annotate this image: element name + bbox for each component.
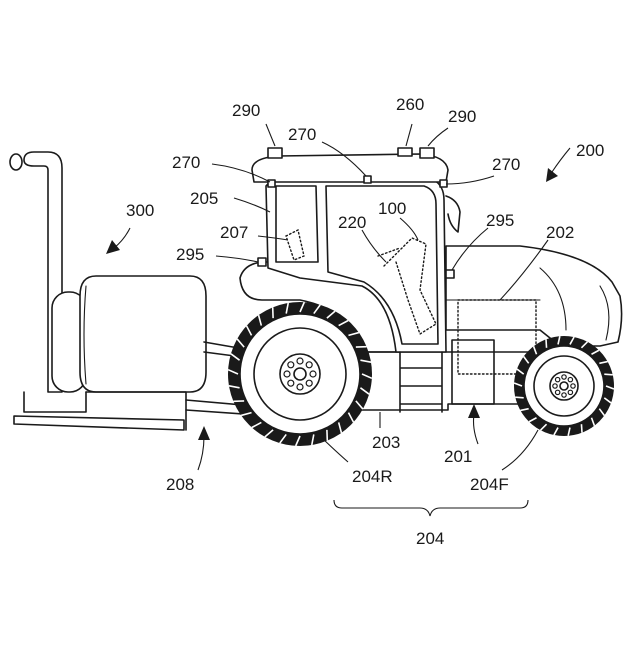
- tread-lug: [581, 424, 582, 432]
- label-270-top: 270: [288, 125, 316, 144]
- label-300: 300: [126, 201, 154, 220]
- hub-bolt: [562, 375, 566, 379]
- hub-bolt: [288, 362, 294, 368]
- label-204: 204: [416, 529, 444, 548]
- label-260: 260: [396, 95, 424, 114]
- arrow-200: [552, 148, 570, 172]
- brace-204: [334, 500, 528, 516]
- arrow-300-head: [106, 240, 120, 254]
- label-295-front: 295: [486, 211, 514, 230]
- hub-bolt: [306, 362, 312, 368]
- hub-bolt: [297, 384, 303, 390]
- side-mirror: [446, 196, 460, 232]
- hood-202: [446, 246, 622, 346]
- light-290-right: [420, 148, 434, 158]
- hub-bolt: [553, 384, 557, 388]
- tread-lug: [515, 397, 523, 398]
- leader-205: [234, 198, 270, 212]
- hub-bolt: [306, 380, 312, 386]
- sensor-295-rear: [258, 258, 266, 266]
- label-290-right: 290: [448, 107, 476, 126]
- hub-bolt: [288, 380, 294, 386]
- implement-platform: [24, 392, 86, 412]
- label-295-rear: 295: [176, 245, 204, 264]
- front-wheel-204F: [514, 336, 614, 436]
- implement-fork: [14, 416, 184, 430]
- sensor-295-front: [446, 270, 454, 278]
- hub-bolt: [310, 371, 316, 377]
- arrow-200-head: [546, 168, 558, 182]
- chassis-203: [360, 352, 540, 410]
- bale: [80, 276, 206, 392]
- leader-290b: [428, 128, 448, 146]
- arrow-201: [474, 414, 479, 444]
- arrow-208: [198, 436, 204, 470]
- label-204F: 204F: [470, 475, 509, 494]
- label-202: 202: [546, 223, 574, 242]
- label-270-left: 270: [172, 153, 200, 172]
- mast-cap: [10, 154, 22, 170]
- tread-lug: [546, 339, 547, 347]
- camera-270-right: [440, 180, 447, 187]
- label-220: 220: [338, 213, 366, 232]
- label-200: 200: [576, 141, 604, 160]
- leader-204F: [502, 430, 538, 470]
- label-207: 207: [220, 223, 248, 242]
- implement-base: [86, 392, 186, 430]
- cab-steps: [400, 352, 442, 412]
- leader-290a: [266, 124, 275, 146]
- label-205: 205: [190, 189, 218, 208]
- label-290-left: 290: [232, 101, 260, 120]
- label-204R: 204R: [352, 467, 393, 486]
- hub-bolt: [568, 377, 572, 381]
- hub-bolt: [562, 393, 566, 397]
- camera-270-top: [364, 176, 371, 183]
- tread-lug: [604, 374, 612, 375]
- label-201: 201: [444, 447, 472, 466]
- hub-bolt: [555, 390, 559, 394]
- label-270-right: 270: [492, 155, 520, 174]
- leader-204R: [318, 434, 348, 462]
- hub-bolt: [555, 377, 559, 381]
- label-100: 100: [378, 199, 406, 218]
- hub-bolt: [571, 384, 575, 388]
- arrow-300: [114, 228, 130, 248]
- arrow-201-head: [468, 404, 480, 418]
- hub-bolt: [284, 371, 290, 377]
- leader-295b: [216, 256, 258, 262]
- label-203: 203: [372, 433, 400, 452]
- antenna-260: [398, 148, 412, 156]
- leader-270c: [446, 176, 494, 184]
- arrow-208-head: [198, 426, 210, 440]
- rear-wheel-204R: [228, 302, 372, 446]
- hub-bolt: [568, 390, 572, 394]
- leader-260: [406, 124, 412, 146]
- light-290-left: [268, 148, 282, 158]
- hub-bolt: [297, 358, 303, 364]
- label-208: 208: [166, 475, 194, 494]
